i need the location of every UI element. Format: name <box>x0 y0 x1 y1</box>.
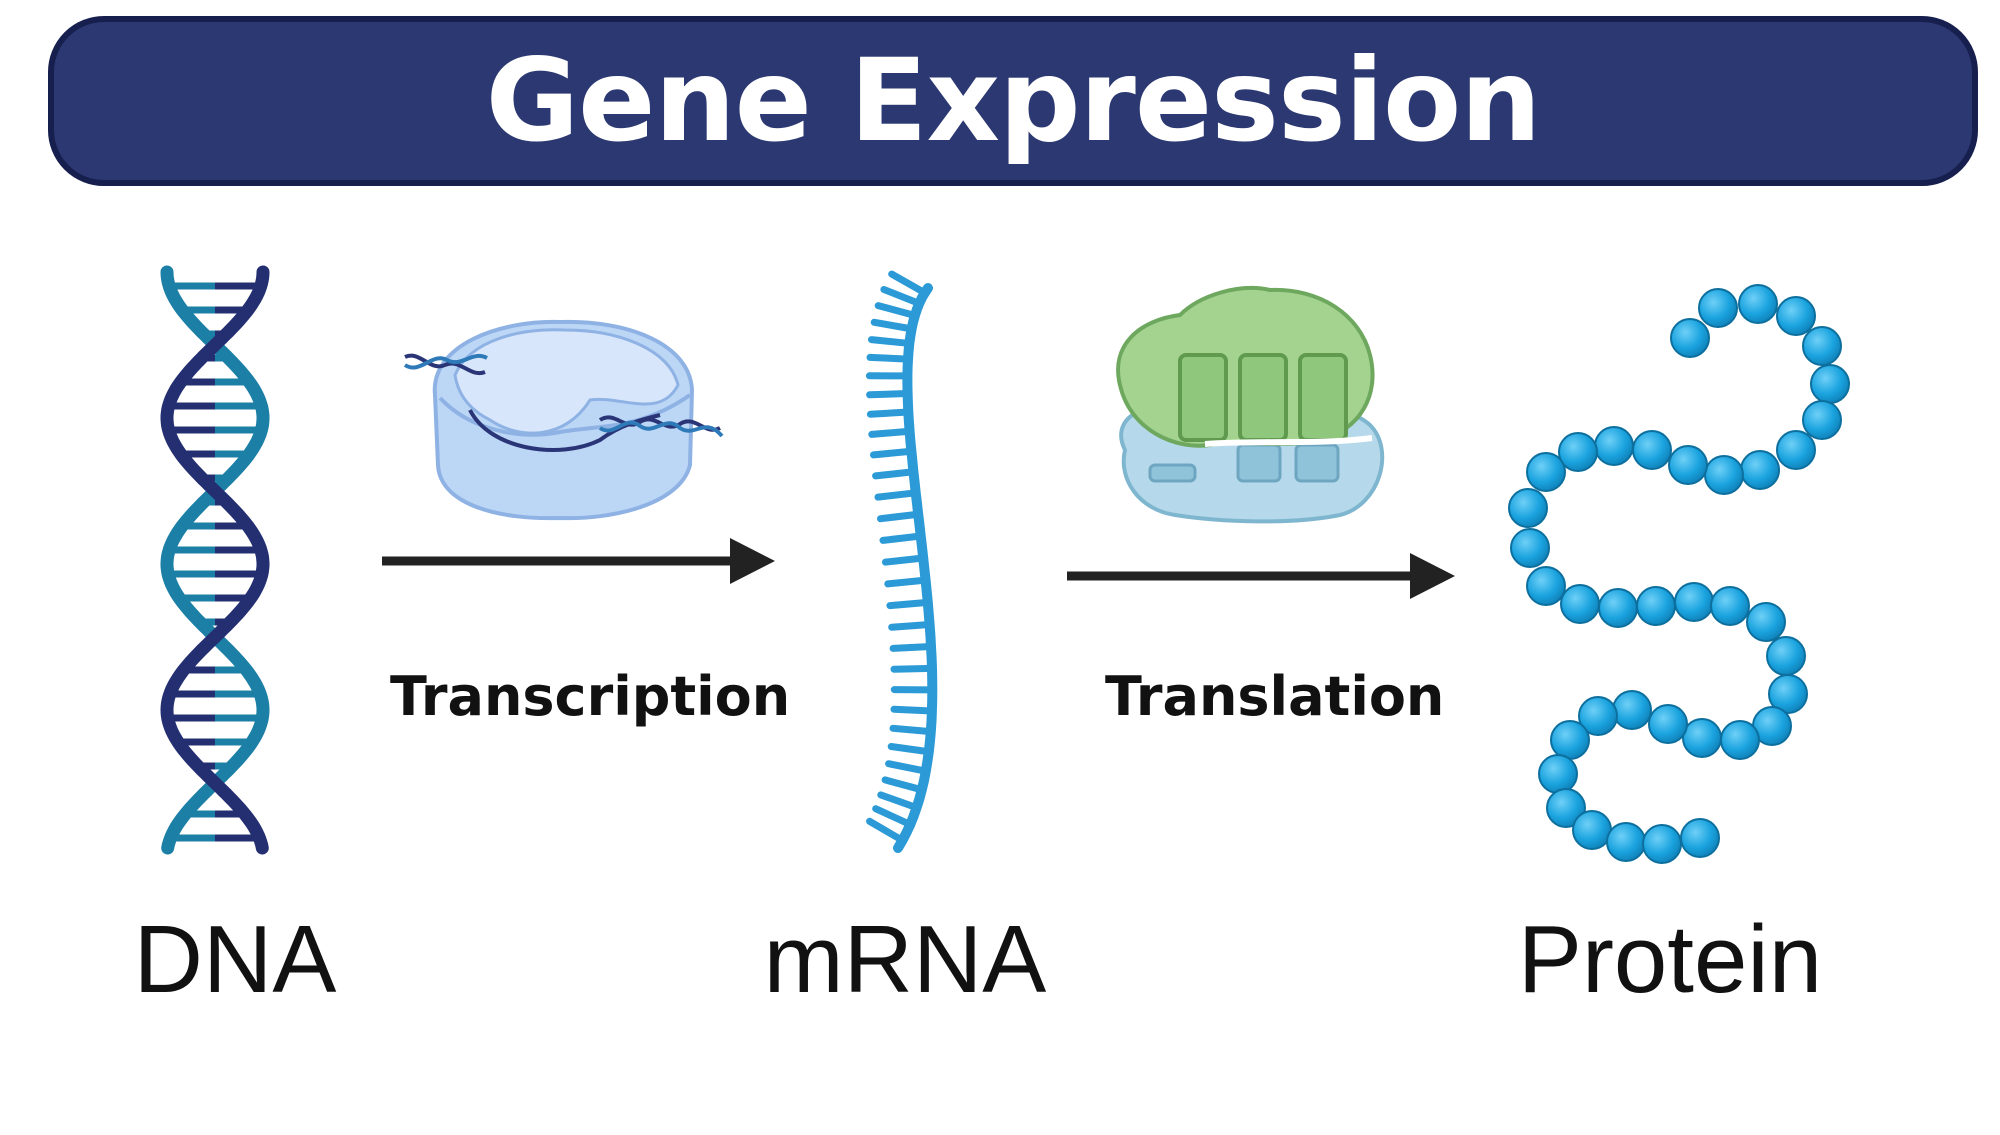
label-dna: DNA <box>133 906 337 1013</box>
transcription-arrow-icon <box>382 538 775 584</box>
dna-double-helix-icon <box>160 265 270 855</box>
mrna-strand-icon <box>865 270 938 853</box>
translation-arrow-icon <box>1067 553 1455 599</box>
title-banner: Gene Expression <box>48 16 1978 186</box>
ribosome-icon <box>1116 286 1385 524</box>
label-transcription: Transcription <box>390 665 791 728</box>
label-protein: Protein <box>1517 906 1823 1013</box>
page-title: Gene Expression <box>485 34 1542 167</box>
label-translation: Translation <box>1105 665 1445 728</box>
rna-polymerase-icon <box>403 319 724 521</box>
protein-chain-icon <box>1508 284 1850 864</box>
label-mrna: mRNA <box>763 906 1047 1013</box>
